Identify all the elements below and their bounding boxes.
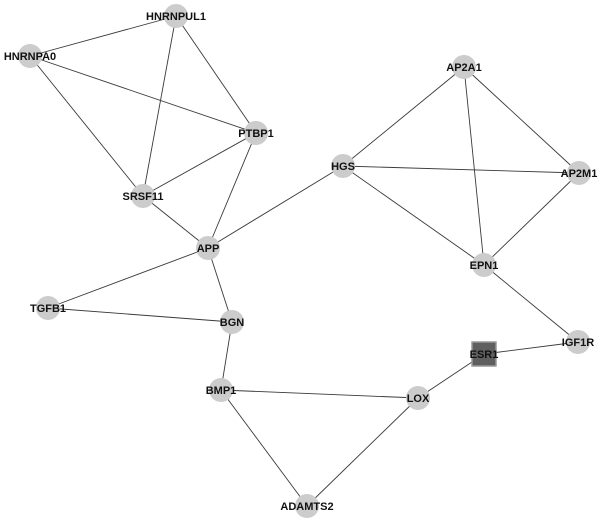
edge-app-bgn: [207, 247, 233, 323]
node-circle: [244, 121, 268, 145]
edge-hnrnpul1-ptbp1: [175, 15, 257, 134]
edge-tgfb1-bgn: [47, 307, 233, 323]
node-circle: [164, 4, 188, 28]
node-ap2m1[interactable]: AP2M1: [561, 161, 598, 185]
node-igf1r[interactable]: IGF1R: [562, 330, 594, 354]
node-circle: [472, 253, 496, 277]
edge-adamts2-lox: [306, 397, 419, 507]
node-label: AP2M1: [561, 168, 598, 180]
node-circle: [452, 55, 476, 79]
edge-hgs-ap2a1: [342, 66, 465, 167]
edge-igf1r-epn1: [483, 264, 579, 343]
node-adamts2[interactable]: ADAMTS2: [280, 494, 334, 518]
edge-hgs-epn1: [342, 165, 485, 266]
node-label: HNRNPA0: [4, 51, 56, 63]
node-srsf11[interactable]: SRSF11: [123, 184, 164, 208]
node-circle: [36, 296, 60, 320]
node-circle: [220, 310, 244, 334]
node-square: [471, 341, 497, 367]
node-hgs[interactable]: HGS: [331, 154, 355, 178]
edge-hnrnpul1-hnrnpa0: [29, 15, 177, 57]
node-tgfb1[interactable]: TGFB1: [30, 296, 66, 320]
node-label: TGFB1: [30, 303, 66, 315]
node-bmp1[interactable]: BMP1: [206, 378, 237, 402]
node-circle: [131, 184, 155, 208]
edge-hnrnpa0-srsf11: [29, 55, 144, 197]
node-ptbp1[interactable]: PTBP1: [238, 121, 274, 145]
node-label: HNRNPUL1: [146, 11, 206, 23]
edge-app-hgs: [207, 165, 344, 249]
node-esr1[interactable]: ESR1: [470, 341, 499, 367]
edge-bmp1-lox: [220, 389, 419, 399]
node-label: AP2A1: [446, 62, 481, 74]
node-lox[interactable]: LOX: [406, 386, 430, 410]
edge-layer: [29, 15, 580, 507]
edge-esr1-igf1r: [483, 341, 579, 355]
node-circle: [567, 161, 591, 185]
node-bgn[interactable]: BGN: [220, 310, 245, 334]
edge-bmp1-adamts2: [220, 389, 308, 507]
edge-ap2a1-epn1: [463, 66, 485, 266]
node-label: BGN: [220, 317, 245, 329]
edge-ptbp1-app: [207, 132, 257, 249]
node-circle: [295, 494, 319, 518]
node-hnrnpul1[interactable]: HNRNPUL1: [146, 4, 206, 28]
edge-hnrnpa0-ptbp1: [29, 55, 257, 134]
node-label: PTBP1: [238, 128, 273, 140]
node-circle: [209, 378, 233, 402]
edge-ap2m1-epn1: [483, 172, 580, 266]
node-circle: [18, 44, 42, 68]
node-label: APP: [197, 243, 220, 255]
node-circle: [331, 154, 355, 178]
node-label: SRSF11: [123, 191, 164, 203]
edge-ap2a1-ap2m1: [463, 66, 580, 174]
edge-hgs-ap2m1: [342, 165, 580, 174]
node-ap2a1[interactable]: AP2A1: [446, 55, 482, 79]
node-circle: [196, 236, 220, 260]
node-label: HGS: [331, 161, 355, 173]
node-label: BMP1: [206, 385, 237, 397]
node-label: LOX: [407, 393, 430, 405]
node-hnrnpa0[interactable]: HNRNPA0: [4, 44, 56, 68]
node-label: ESR1: [470, 349, 499, 361]
node-epn1[interactable]: EPN1: [470, 253, 499, 277]
edge-ptbp1-srsf11: [142, 132, 257, 197]
edge-app-tgfb1: [47, 247, 209, 309]
node-circle: [566, 330, 590, 354]
edge-hnrnpul1-srsf11: [142, 15, 177, 197]
node-label: IGF1R: [562, 337, 594, 349]
node-label: ADAMTS2: [280, 501, 333, 513]
node-label: EPN1: [470, 260, 499, 272]
node-app[interactable]: APP: [196, 236, 220, 260]
edge-srsf11-app: [142, 195, 209, 249]
node-circle: [406, 386, 430, 410]
